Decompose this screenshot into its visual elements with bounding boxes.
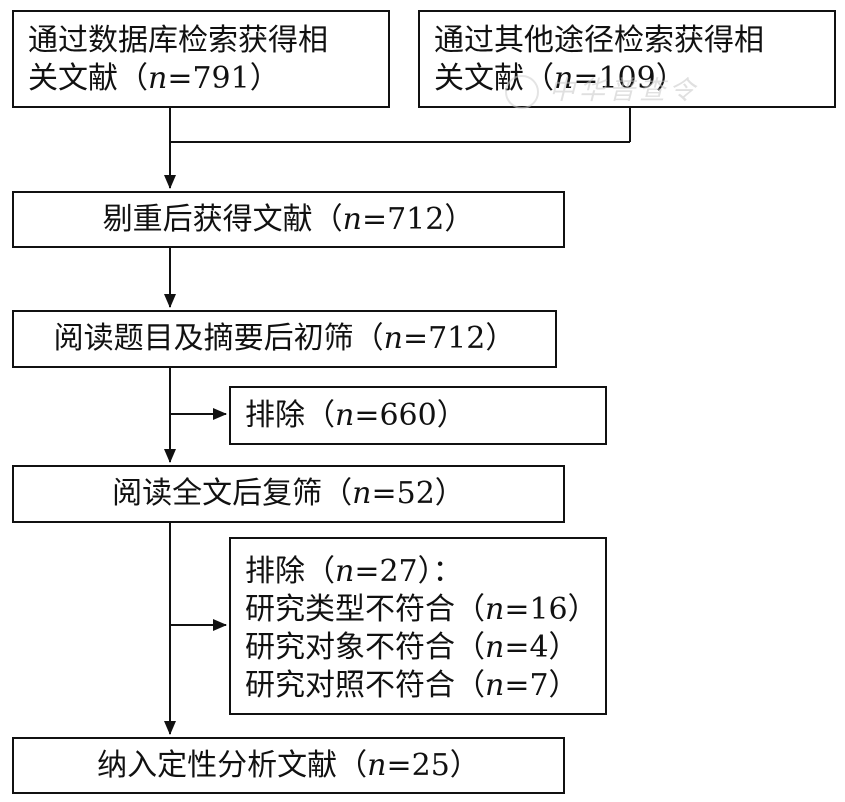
n-label: n xyxy=(352,476,372,512)
other-search-count: =109） xyxy=(573,60,686,96)
n-label: n xyxy=(148,60,168,96)
fulltext-screen-prefix: 阅读全文后复筛（ xyxy=(112,476,353,512)
n-label: n xyxy=(335,397,355,433)
excluded-control-label: 研究对照不符合（ xyxy=(245,668,485,704)
n-label: n xyxy=(485,630,505,666)
included-text: 纳入定性分析文献（n=25） xyxy=(97,747,480,785)
included-box: 纳入定性分析文献（n=25） xyxy=(12,737,565,794)
excluded-control-line: 研究对照不符合（n=7） xyxy=(245,667,605,705)
excluded-second-total: =27）： xyxy=(354,554,463,589)
n-label: n xyxy=(335,554,355,589)
excluded-control-count: =7） xyxy=(504,668,579,704)
n-label: n xyxy=(367,747,387,783)
title-abstract-screen-count: =712） xyxy=(402,321,516,357)
other-search-box: 通过其他途径检索获得相 关文献（n=109） xyxy=(418,10,836,108)
excluded-first-box: 排除（n=660） xyxy=(229,386,607,445)
excluded-study-type-line: 研究类型不符合（n=16） xyxy=(245,591,605,629)
title-abstract-screen-text: 阅读题目及摘要后初筛（n=712） xyxy=(54,320,516,358)
other-search-line2: 关文献（n=109） xyxy=(434,60,834,98)
excluded-subject-line: 研究对象不符合（n=4） xyxy=(245,629,605,667)
excluded-first-count: =660） xyxy=(354,397,467,433)
included-prefix: 纳入定性分析文献（ xyxy=(97,747,368,783)
database-search-line1: 通过数据库检索获得相 xyxy=(28,23,328,58)
n-label: n xyxy=(485,668,505,704)
excluded-second-box: 排除（n=27）： 研究类型不符合（n=16） 研究对象不符合（n=4） 研究对… xyxy=(229,537,607,715)
excluded-subject-count: =4） xyxy=(504,630,579,666)
deduplicated-prefix: 剔重后获得文献（ xyxy=(102,201,343,237)
included-count: =25） xyxy=(386,747,480,783)
excluded-first-prefix: 排除（ xyxy=(245,397,335,433)
title-abstract-screen-box: 阅读题目及摘要后初筛（n=712） xyxy=(12,310,557,368)
excluded-subject-label: 研究对象不符合（ xyxy=(245,630,485,666)
fulltext-screen-box: 阅读全文后复筛（n=52） xyxy=(12,465,565,523)
database-search-prefix: 关文献（ xyxy=(28,60,148,96)
n-label: n xyxy=(342,201,362,237)
deduplicated-count: =712） xyxy=(361,201,475,237)
excluded-first-text: 排除（n=660） xyxy=(245,397,467,435)
fulltext-screen-text: 阅读全文后复筛（n=52） xyxy=(112,475,465,513)
other-search-line1: 通过其他途径检索获得相 xyxy=(434,23,764,58)
excluded-second-line1: 排除（n=27）： xyxy=(245,553,605,591)
database-search-box: 通过数据库检索获得相 关文献（n=791） xyxy=(12,10,390,108)
excluded-study-type-label: 研究类型不符合（ xyxy=(245,592,485,628)
database-search-line2: 关文献（n=791） xyxy=(28,60,388,98)
n-label: n xyxy=(383,321,403,357)
fulltext-screen-count: =52） xyxy=(371,476,465,512)
n-label: n xyxy=(554,60,574,96)
database-search-count: =791） xyxy=(167,60,280,96)
deduplicated-box: 剔重后获得文献（n=712） xyxy=(12,191,565,248)
title-abstract-screen-prefix: 阅读题目及摘要后初筛（ xyxy=(53,321,384,357)
other-search-prefix: 关文献（ xyxy=(434,60,554,96)
excluded-second-prefix: 排除（ xyxy=(245,554,335,589)
n-label: n xyxy=(485,592,505,628)
deduplicated-text: 剔重后获得文献（n=712） xyxy=(103,201,475,239)
excluded-study-type-count: =16） xyxy=(504,592,598,628)
